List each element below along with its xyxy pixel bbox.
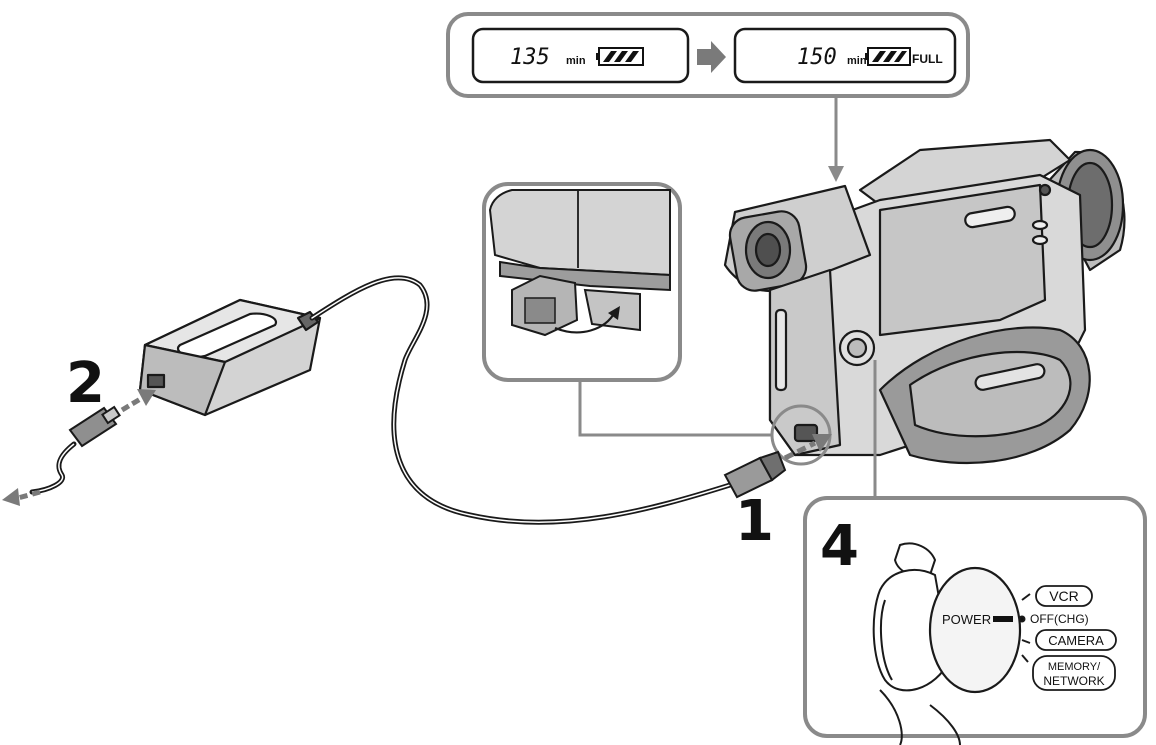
mode-marks xyxy=(1018,593,1031,663)
mains-cord xyxy=(29,441,77,495)
thumb-illustration xyxy=(872,542,961,745)
step-1-label: 1 xyxy=(735,489,774,554)
ac-adaptor xyxy=(138,298,322,417)
battery-icon-after xyxy=(865,47,911,66)
lcd-unit-after: min xyxy=(847,55,867,67)
display-pointer-arrow-icon xyxy=(828,166,844,182)
step-2-label: 2 xyxy=(66,351,105,416)
camcorder xyxy=(723,138,1126,465)
power-switch-indicator xyxy=(993,616,1013,622)
dc-plug xyxy=(723,450,787,499)
power-switch-label: POWER xyxy=(942,612,991,627)
mains-dashed-arrow xyxy=(17,489,41,501)
mode-memory-label-line1: MEMORY/ xyxy=(1048,661,1101,673)
mode-vcr-label: VCR xyxy=(1049,588,1079,604)
lcd-time-before: 135 xyxy=(510,45,550,70)
mains-plug xyxy=(68,405,121,448)
step-4-label: 4 xyxy=(820,514,859,579)
dc-in-jack xyxy=(793,423,819,443)
lcd-time-after: 150 xyxy=(797,45,837,70)
open-cover-arrow-icon xyxy=(554,311,616,334)
lcd-status-after: FULL xyxy=(912,52,943,66)
lcd-panel-before xyxy=(471,27,690,84)
mode-memory-label-line2: NETWORK xyxy=(1043,674,1104,688)
lcd-panel-after xyxy=(733,27,957,84)
transition-arrow-icon xyxy=(697,41,726,73)
lcd-unit-before: min xyxy=(566,55,586,67)
mode-camera-label: CAMERA xyxy=(1048,633,1104,648)
mode-off-label: OFF(CHG) xyxy=(1030,612,1089,626)
ac-adaptor-inlet xyxy=(146,373,166,389)
jack-pointer-line xyxy=(578,382,772,437)
power-switch-callout: 4 POWER VCR OFF(CHG) CAMERA MEMORY/ xyxy=(803,496,1147,745)
power-switch-dial[interactable]: POWER xyxy=(928,566,1022,694)
dc-cover-inset xyxy=(482,182,682,382)
adaptor-dashed-arrow xyxy=(120,395,144,413)
battery-display-callout: 135 min 150 min FULL xyxy=(446,12,970,98)
battery-icon-before xyxy=(596,47,644,66)
plug-in-dashed-arrow xyxy=(783,440,817,461)
